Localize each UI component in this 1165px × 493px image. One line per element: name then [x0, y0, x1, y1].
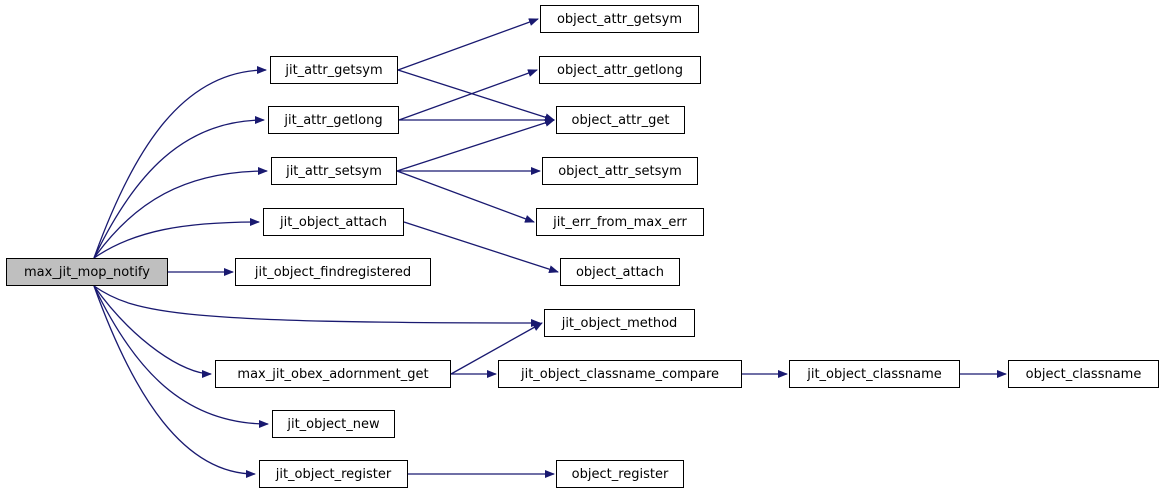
- edge-jit-attr-getlong-to-object-attr-getlong: [398, 69, 538, 121]
- node-object-attr-get[interactable]: object_attr_get: [556, 106, 685, 134]
- node-object-attr-getlong[interactable]: object_attr_getlong: [539, 56, 701, 84]
- node-object-register[interactable]: object_register: [556, 460, 684, 488]
- node-object-attr-getsym[interactable]: object_attr_getsym: [540, 5, 699, 33]
- node-jit-attr-getsym[interactable]: jit_attr_getsym: [270, 56, 398, 84]
- node-jit-attr-getlong[interactable]: jit_attr_getlong: [268, 106, 399, 134]
- node-object-classname[interactable]: object_classname: [1008, 360, 1159, 388]
- edge-jit-attr-getsym-to-object-attr-getsym: [397, 18, 539, 71]
- edge-max-jit-mop-notify-to-jit-object-register: [93, 285, 256, 478]
- node-jit-err-from-max-err[interactable]: jit_err_from_max_err: [536, 208, 704, 236]
- edge-max-jit-mop-notify-to-jit-attr-getsym: [93, 66, 267, 259]
- node-jit-object-classname[interactable]: jit_object_classname: [789, 360, 960, 388]
- node-jit-object-method[interactable]: jit_object_method: [544, 309, 695, 337]
- node-jit-object-new[interactable]: jit_object_new: [272, 410, 395, 438]
- edge-jit-object-attach-to-object-attach: [403, 221, 559, 274]
- edge-max-jit-mop-notify-to-jit-attr-getlong: [93, 116, 265, 259]
- node-jit-object-classname-compare[interactable]: jit_object_classname_compare: [498, 360, 742, 388]
- node-max-jit-obex-adornment-get[interactable]: max_jit_obex_adornment_get: [215, 360, 451, 388]
- edge-jit-attr-setsym-to-jit-err-from-max-err: [396, 170, 535, 223]
- edge-max-jit-mop-notify-to-jit-object-attach: [93, 218, 260, 259]
- node-object-attach[interactable]: object_attach: [560, 258, 680, 286]
- node-object-attr-setsym[interactable]: object_attr_setsym: [542, 157, 698, 185]
- edge-max-jit-obex-adornment-get-to-jit-object-method: [450, 322, 543, 375]
- node-jit-attr-setsym[interactable]: jit_attr_setsym: [271, 157, 397, 185]
- node-jit-object-findregistered[interactable]: jit_object_findregistered: [235, 258, 431, 286]
- edge-max-jit-mop-notify-to-jit-object-new: [93, 285, 269, 428]
- node-max-jit-mop-notify[interactable]: max_jit_mop_notify: [6, 258, 168, 286]
- edge-jit-attr-setsym-to-object-attr-get: [396, 118, 555, 172]
- edge-max-jit-mop-notify-to-max-jit-obex-adornment-get: [93, 285, 212, 378]
- edge-max-jit-mop-notify-to-jit-attr-setsym: [93, 167, 268, 259]
- edge-jit-attr-getsym-to-object-attr-get: [397, 69, 555, 122]
- edge-max-jit-mop-notify-to-jit-object-method: [93, 285, 541, 327]
- node-jit-object-register[interactable]: jit_object_register: [259, 460, 408, 488]
- node-jit-object-attach[interactable]: jit_object_attach: [263, 208, 404, 236]
